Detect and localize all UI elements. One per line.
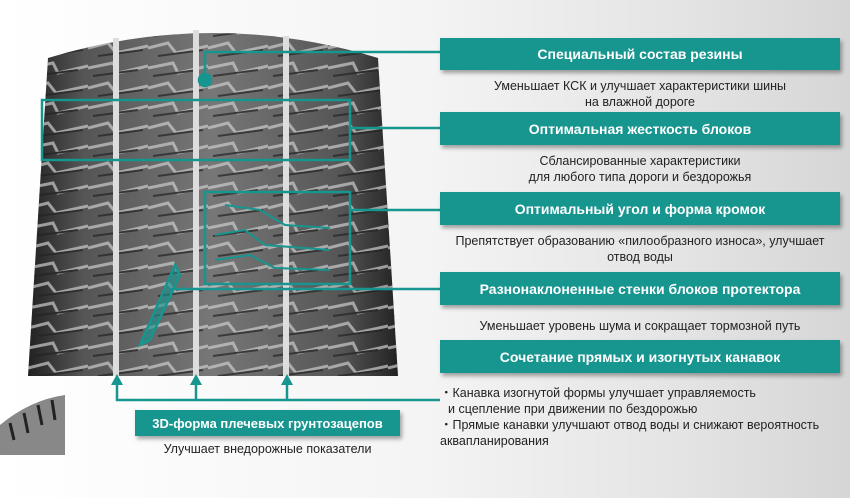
feature-title-edge-angle: Оптимальный угол и форма кромок [440,192,840,225]
desc-line: Препятствует образованию «пилообразного … [455,234,825,248]
desc-line: ・Канавка изогнутой формы улучшает управл… [440,386,756,400]
feature-desc-block-rigidity: Сблансированные характеристики для любого… [440,153,840,185]
shoulder-desc: Улучшает внедорожные показатели [163,442,372,456]
feature-title-block-rigidity: Оптимальная жесткость блоков [440,112,840,145]
desc-line: отвод воды [607,250,673,264]
desc-line: для любого типа дороги и бездорожья [528,170,752,184]
feature-title-grooves: Сочетание прямых и изогнутых канавок [440,340,840,373]
feature-title-rubber-compound: Специальный состав резины [440,38,840,70]
desc-line: Уменьшает КСК и улучшает характеристики … [493,79,786,93]
desc-line: Сблансированные характеристики [539,154,741,168]
feature-desc-block-walls: Уменьшает уровень шума и сокращает тормо… [440,318,840,334]
shoulder-title: 3D-форма плечевых грунтозацепов [135,410,400,436]
desc-line: ・Прямые канавки улучшают отвод воды и сн… [440,418,820,432]
desc-line: Уменьшает уровень шума и сокращает тормо… [479,319,801,333]
shoulder-tread-image [0,395,65,455]
feature-desc-edge-angle: Препятствует образованию «пилообразного … [440,233,840,265]
feature-desc-rubber-compound: Уменьшает КСК и улучшает характеристики … [440,78,840,110]
desc-line: и сцепление при движении по бездорожью [448,402,698,416]
desc-line: на влажной дороге [585,95,695,109]
feature-title-block-walls: Разнонаклоненные стенки блоков протектор… [440,272,840,305]
tire-tread-image [28,30,398,376]
feature-desc-grooves: ・Канавка изогнутой формы улучшает управл… [440,385,850,449]
desc-line: аквапланирования [440,434,549,448]
